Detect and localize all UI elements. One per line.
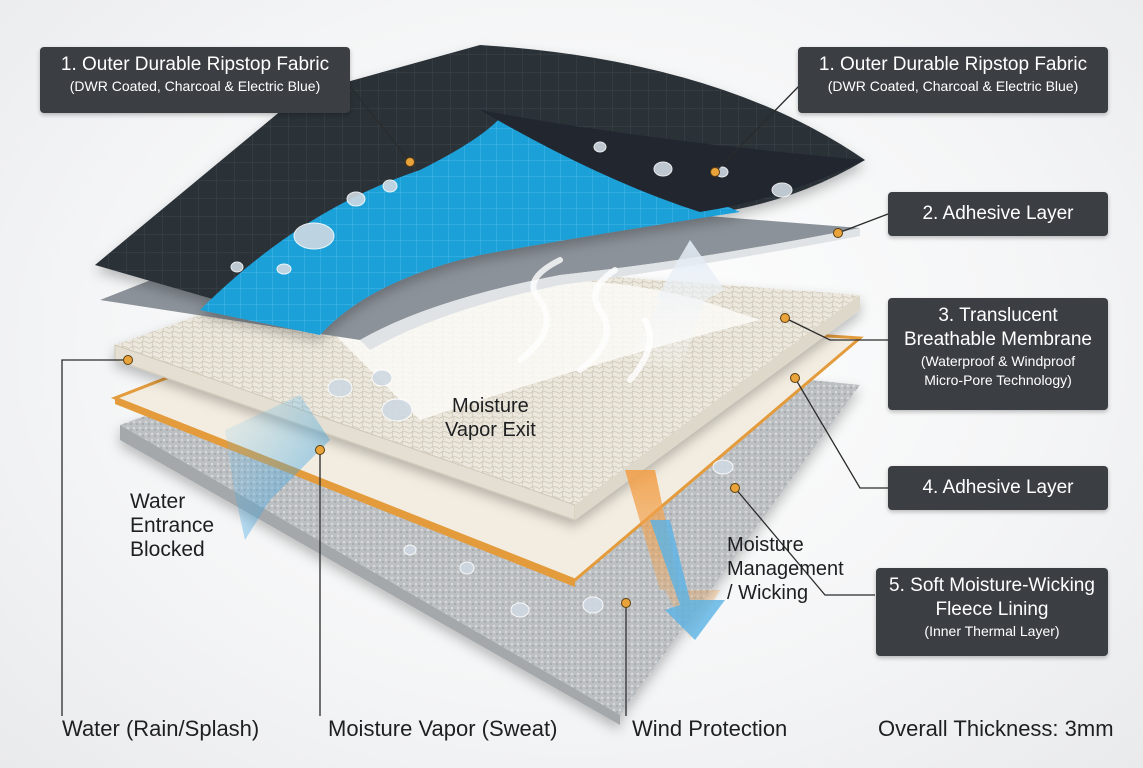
label-line: Management — [727, 558, 844, 580]
water-blocked-arrow — [225, 395, 330, 540]
callout-title: 1. Outer Durable Ripstop Fabric — [60, 54, 330, 75]
label-line: Blocked — [130, 538, 205, 561]
callout-title: 2. Adhesive Layer — [922, 203, 1074, 224]
callout-subtitle-line2: Micro-Pore Technology) — [924, 372, 1072, 388]
callout-title-line1: 3. Translucent — [938, 305, 1058, 326]
water-droplets — [230, 141, 793, 618]
label-line: Entrance — [130, 514, 215, 537]
vapor-exit-arrow — [630, 240, 725, 370]
moisture-management-label: Moisture Management / Wicking — [727, 533, 844, 605]
water-rain-label: Water (Rain/Splash) — [62, 716, 260, 741]
callout-title-line1: 5. Soft Moisture-Wicking — [889, 575, 1095, 596]
callout-subtitle: (DWR Coated, Charcoal & Electric Blue) — [827, 78, 1079, 94]
moisture-vapor-label: Moisture Vapor (Sweat) — [328, 716, 558, 741]
callout-title: 4. Adhesive Layer — [922, 477, 1074, 498]
callout-adhesive-2: 4. Adhesive Layer — [888, 466, 1108, 510]
overall-thickness-label: Overall Thickness: 3mm — [878, 716, 1114, 741]
vapor-wisps — [517, 257, 653, 383]
callout-subtitle-line1: (Waterproof & Windproof — [920, 353, 1076, 369]
wind-protection-label: Wind Protection — [632, 716, 788, 741]
callout-title-line2: Fleece Lining — [935, 599, 1049, 620]
callout-subtitle: (Inner Thermal Layer) — [924, 623, 1060, 639]
wicking-arrow-blue — [650, 520, 725, 640]
label-line: Moisture — [727, 534, 804, 556]
outer-fabric-layer — [95, 45, 865, 335]
moisture-vapor-exit-label: Moisture Vapor Exit — [445, 394, 536, 442]
callout-outer-fabric-left: 1. Outer Durable Ripstop Fabric (DWR Coa… — [40, 47, 350, 113]
callout-outer-fabric-right: 1. Outer Durable Ripstop Fabric (DWR Coa… — [798, 47, 1108, 113]
callout-adhesive-1: 2. Adhesive Layer — [888, 192, 1108, 236]
label-line: / Wicking — [727, 582, 809, 604]
leader-dots — [123, 157, 843, 608]
callout-subtitle: (DWR Coated, Charcoal & Electric Blue) — [69, 78, 321, 94]
callout-fleece: 5. Soft Moisture-Wicking Fleece Lining (… — [876, 568, 1108, 656]
leader-lines — [61, 79, 889, 716]
callout-title: 1. Outer Durable Ripstop Fabric — [818, 54, 1088, 75]
callout-membrane: 3. Translucent Breathable Membrane (Wate… — [888, 298, 1108, 410]
water-entrance-blocked-label: Water Entrance Blocked — [130, 490, 214, 562]
label-line: Moisture — [452, 395, 529, 417]
callout-title-line2: Breathable Membrane — [904, 329, 1092, 350]
label-line: Water — [130, 490, 186, 513]
label-line: Vapor Exit — [445, 419, 536, 441]
